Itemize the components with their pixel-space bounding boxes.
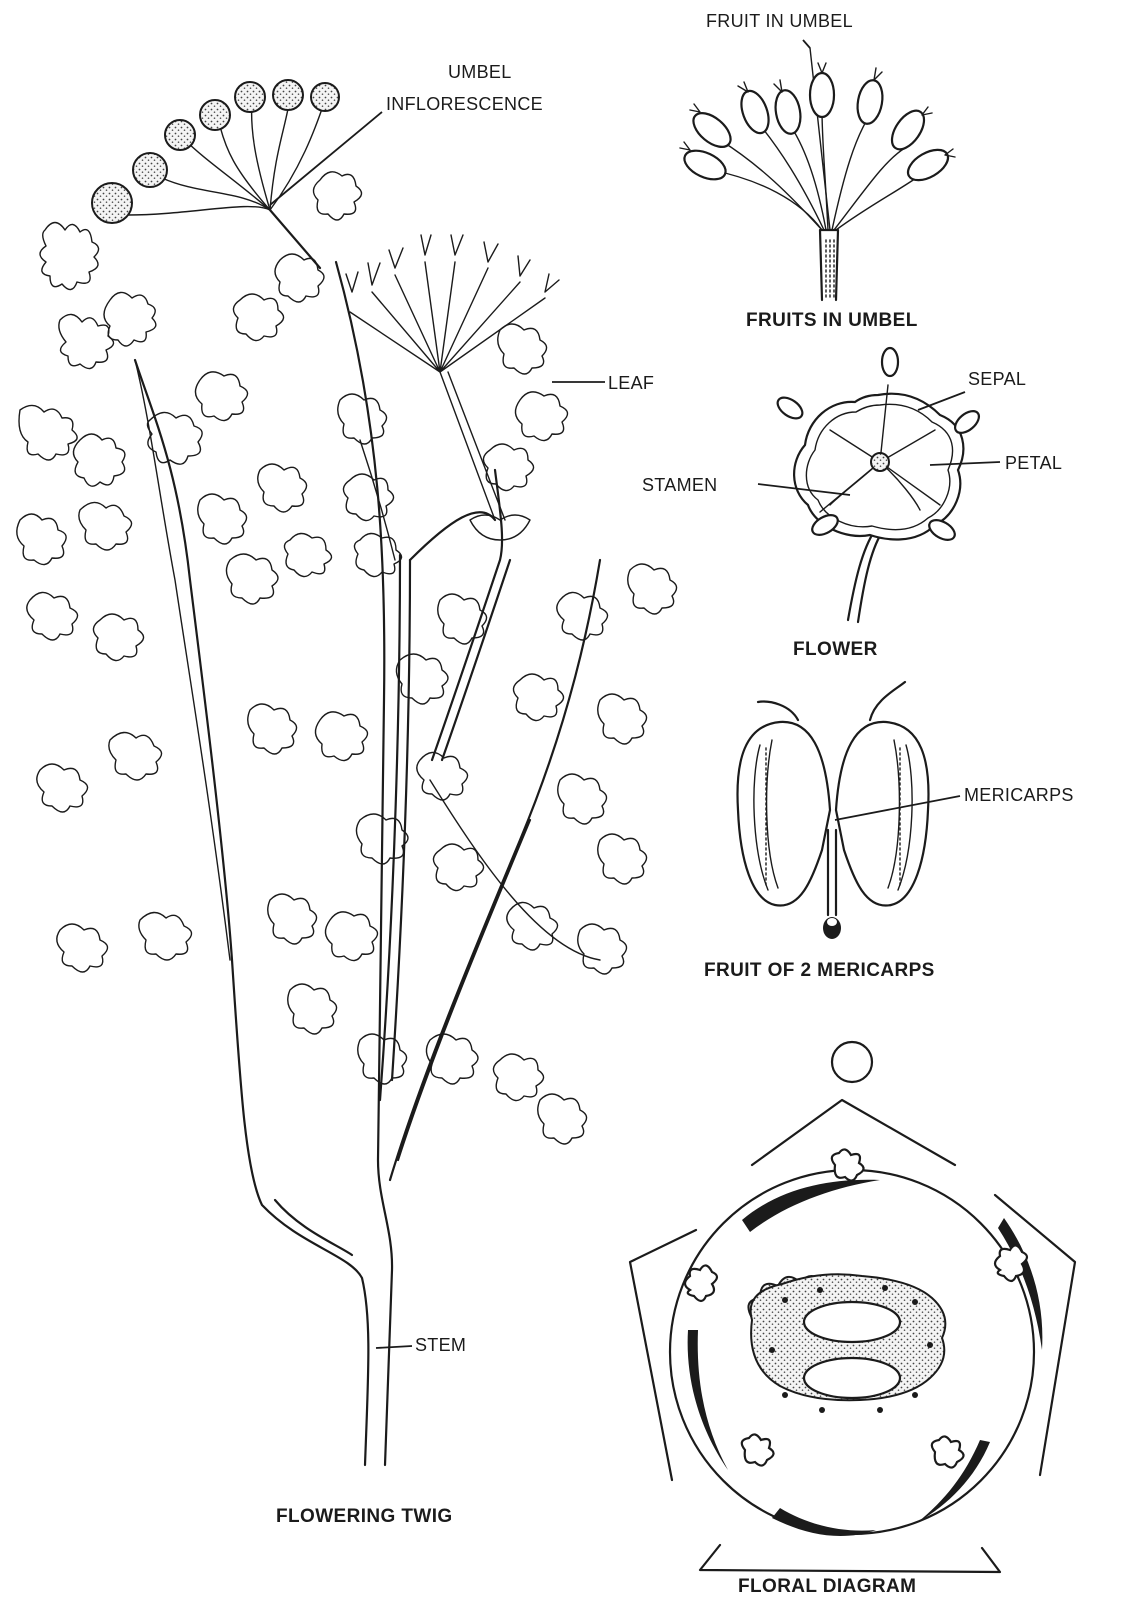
caption-flowering-twig: FLOWERING TWIG [276,1506,453,1527]
caption-floral-diagram: FLORAL DIAGRAM [738,1576,916,1597]
flowering-twig-drawing [17,80,677,1465]
label-inflorescence: INFLORESCENCE [386,94,543,114]
floral-diagram-drawing [630,1042,1075,1572]
caption-flower: FLOWER [793,639,878,660]
caption-fruits-in-umbel: FRUITS IN UMBEL [746,310,918,331]
label-stamen: STAMEN [642,475,717,495]
label-mericarps: MERICARPS [964,785,1074,805]
mericarps-drawing [737,682,960,939]
label-sepal: SEPAL [968,369,1026,389]
flower-drawing [758,348,1000,622]
umbel-inflorescence [92,80,339,268]
fruits-in-umbel-drawing [680,40,955,300]
label-petal: PETAL [1005,453,1062,473]
caption-fruit-of-mericarps: FRUIT OF 2 MERICARPS [704,960,935,981]
label-leaf: LEAF [608,373,654,393]
label-umbel: UMBEL [448,62,512,82]
label-fruit-in-umbel: FRUIT IN UMBEL [706,11,853,31]
label-stem: STEM [415,1335,466,1355]
